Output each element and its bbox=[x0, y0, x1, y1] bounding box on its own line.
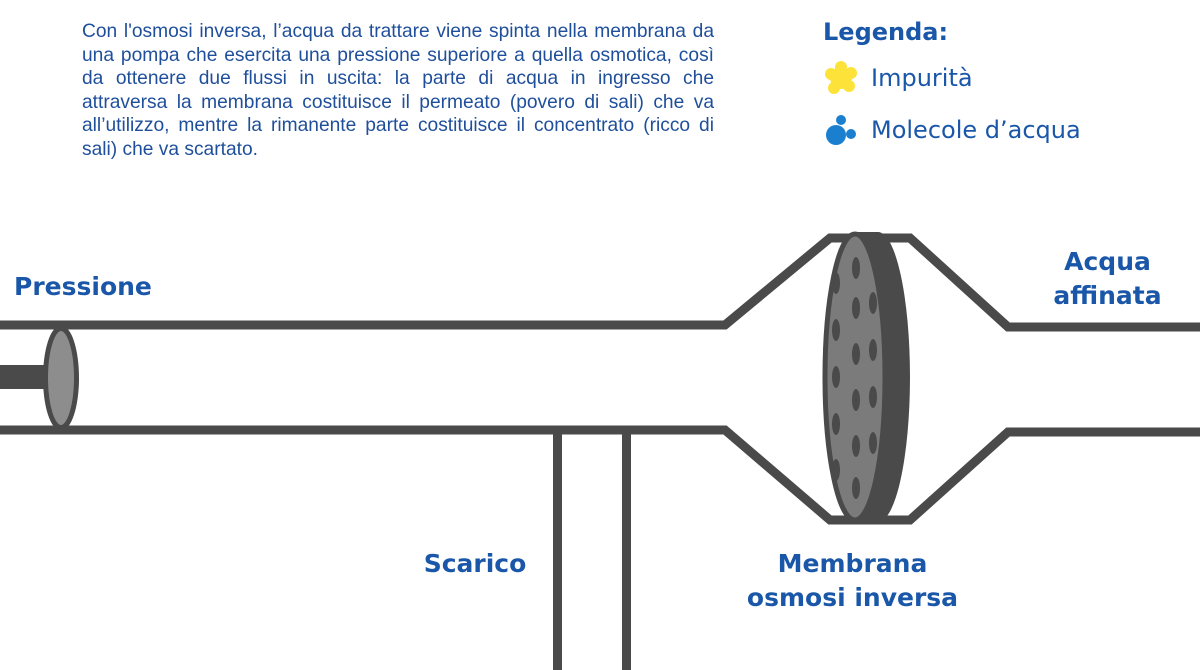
water-molecule-icon bbox=[826, 115, 856, 145]
label-pressure: Pressione bbox=[14, 272, 152, 301]
label-drain: Scarico bbox=[423, 549, 527, 578]
membrane-disc bbox=[822, 231, 910, 523]
drain-pipe-right-wall bbox=[622, 430, 631, 670]
piston-rod bbox=[0, 365, 48, 389]
label-purified-water-line2: affinata bbox=[1053, 281, 1162, 310]
label-membrane: Membrana osmosi inversa bbox=[735, 547, 970, 615]
legend-item-impurity: Impurità bbox=[823, 60, 973, 96]
label-membrane-line1: Membrana bbox=[777, 549, 928, 578]
label-membrane-line2: osmosi inversa bbox=[746, 583, 959, 612]
label-purified-water: Acqua affinata bbox=[1040, 245, 1175, 313]
legend: Legenda: Impurità Molecole d’acqua bbox=[823, 18, 1081, 145]
legend-item-water: Molecole d’acqua bbox=[823, 112, 1081, 148]
legend-label-impurity: Impurità bbox=[871, 64, 973, 92]
legend-label-water: Molecole d’acqua bbox=[871, 116, 1081, 144]
piston bbox=[43, 326, 79, 430]
pipe-top-wall bbox=[0, 233, 1200, 332]
drain-pipe-left-wall bbox=[553, 430, 562, 670]
label-purified-water-line1: Acqua bbox=[1064, 247, 1151, 276]
pipe-bottom-wall bbox=[0, 425, 1200, 525]
impurity-icon bbox=[825, 61, 857, 94]
intro-paragraph: Con l'osmosi inversa, l’acqua da trattar… bbox=[82, 21, 714, 160]
legend-title: Legenda: bbox=[823, 18, 949, 46]
membrane-pores bbox=[832, 257, 877, 499]
